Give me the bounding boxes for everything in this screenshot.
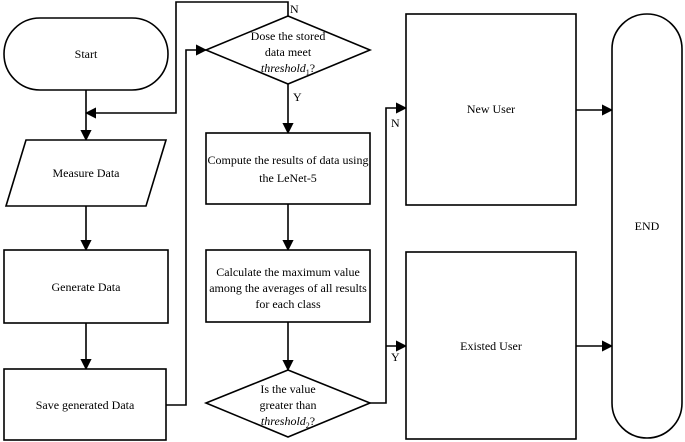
decision2-tail: ? <box>310 414 315 428</box>
decision-threshold1: Dose the stored data meet threshold1? <box>203 15 373 85</box>
end-label: END <box>635 219 660 233</box>
connectors <box>80 1 614 406</box>
decision2-line1: Is the value <box>260 382 315 396</box>
decision1-sub: 1 <box>306 68 310 77</box>
decision2-line2: greater than <box>260 398 317 412</box>
calculate-node: Calculate the maximum value among the av… <box>205 249 371 323</box>
decision-threshold2: Is the value greater than threshold2? <box>203 369 373 438</box>
decision2-sub: 2 <box>306 421 310 430</box>
label-check2-no: N <box>391 116 400 130</box>
existed-user-label: Existed User <box>460 339 522 353</box>
decision2-var: threshold <box>261 414 307 428</box>
save-data-label: Save generated Data <box>36 398 135 412</box>
calculate-line1: Calculate the maximum value <box>216 265 360 279</box>
calculate-line2: among the averages of all results <box>209 281 367 295</box>
save-data-node: Save generated Data <box>3 368 167 441</box>
measure-data-label: Measure Data <box>53 166 121 180</box>
generate-data-node: Generate Data <box>3 249 169 324</box>
decision1-tail: ? <box>310 61 315 75</box>
edge-save-check1 <box>166 44 208 406</box>
start-label: Start <box>75 47 98 61</box>
decision1-var: threshold <box>261 61 307 75</box>
decision1-line1: Dose the stored <box>251 29 326 43</box>
label-check1-yes: Y <box>293 90 302 104</box>
measure-data-node: Measure Data <box>4 139 168 207</box>
decision1-line3: threshold1? <box>261 61 315 77</box>
label-check2-yes: Y <box>391 350 400 364</box>
existed-user-node: Existed User <box>405 251 577 440</box>
label-check1-no: N <box>290 2 299 16</box>
new-user-label: New User <box>467 102 515 116</box>
compute-line1: Compute the results of data using <box>208 153 369 167</box>
edge-check2-no <box>370 102 408 404</box>
start-node: Start <box>3 17 169 91</box>
compute-line2: the LeNet-5 <box>259 171 317 185</box>
compute-node: Compute the results of data using the Le… <box>205 132 371 205</box>
end-node: END <box>611 13 683 439</box>
edge-check1-no <box>84 1 289 119</box>
generate-data-label: Generate Data <box>52 280 122 294</box>
new-user-node: New User <box>405 13 577 206</box>
decision2-line3: threshold2? <box>261 414 315 430</box>
calculate-line3: for each class <box>255 297 321 311</box>
decision1-line2: data meet <box>265 45 312 59</box>
